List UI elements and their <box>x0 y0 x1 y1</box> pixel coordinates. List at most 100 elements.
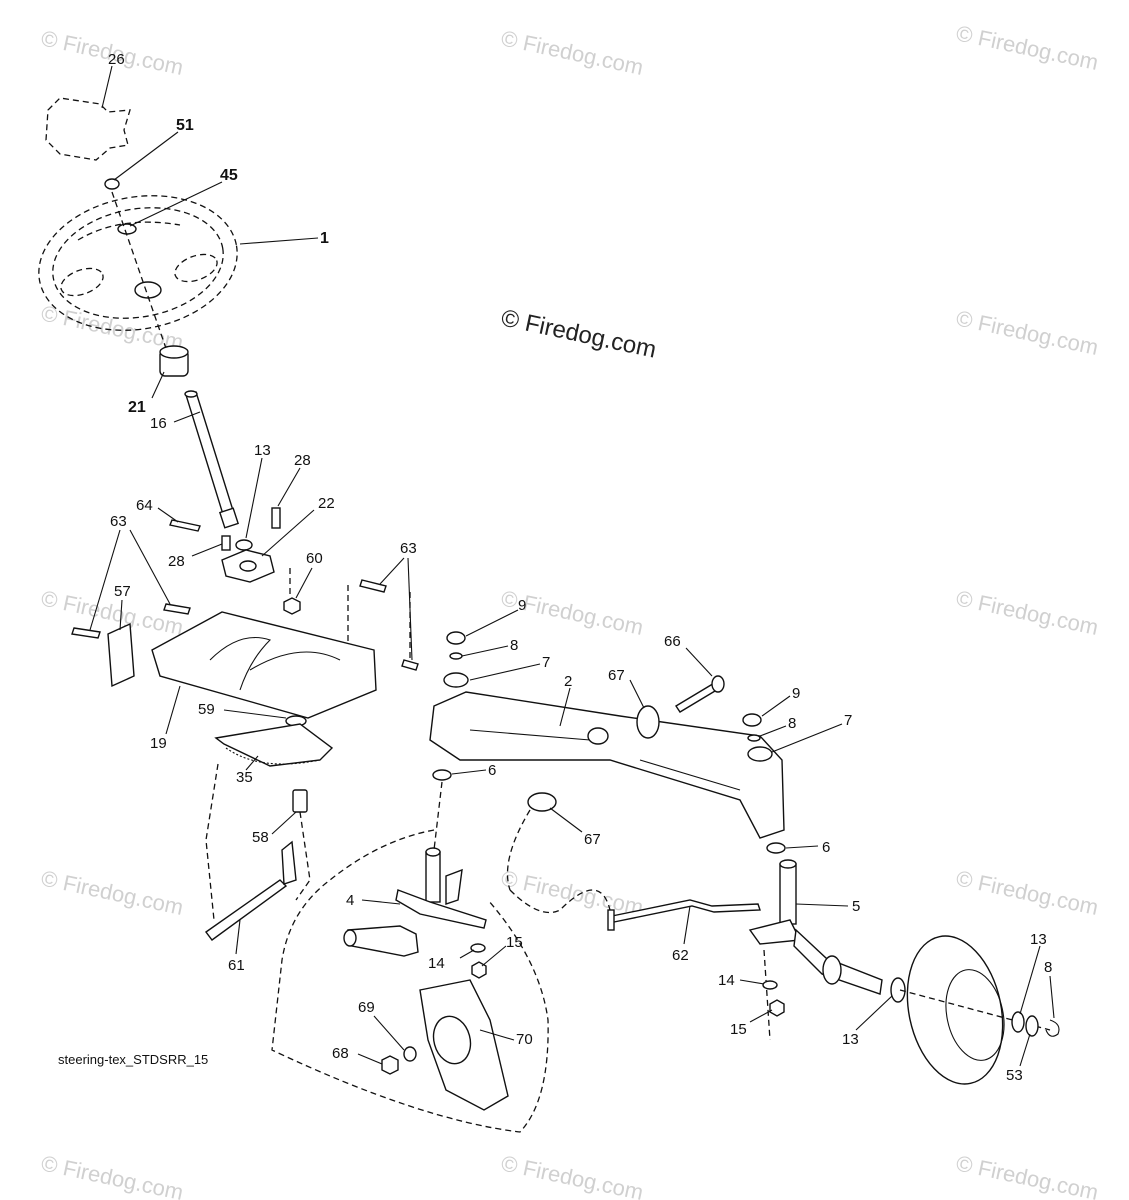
callout-label: 7 <box>844 712 852 729</box>
front-axle-pivot-hole <box>587 727 609 745</box>
callout-label: 4 <box>346 892 354 909</box>
watermark: © Firedog.com <box>39 865 186 920</box>
callout-label: 16 <box>150 415 167 432</box>
steering-wheel-hub <box>134 281 162 299</box>
leader-line <box>481 945 507 967</box>
steering-wheel-inner-rim <box>52 207 224 319</box>
front-wheel-rim <box>945 969 1005 1061</box>
leader-line <box>129 529 171 605</box>
bearing-flange-hole <box>239 560 257 572</box>
watermark: © Firedog.com <box>499 1150 646 1200</box>
bushing <box>766 842 786 854</box>
callout-label: 13 <box>254 442 271 459</box>
leader-line <box>235 919 241 955</box>
callout-label: 22 <box>318 495 335 512</box>
callout-label: 26 <box>108 51 125 68</box>
steering-wheel-slot <box>174 253 218 283</box>
e-ring <box>747 734 761 742</box>
leader-line <box>113 131 179 181</box>
watermark: © Firedog.com <box>39 1150 186 1200</box>
callout-label: 67 <box>608 667 625 684</box>
leader-line <box>119 599 123 631</box>
leader-line <box>129 181 223 227</box>
front-wheel <box>906 935 1004 1085</box>
callout-label: 6 <box>822 839 830 856</box>
shoulder-bolt <box>292 789 308 813</box>
guide-line <box>271 829 549 1133</box>
callout-label: 69 <box>358 999 375 1016</box>
callout-label: 9 <box>518 597 526 614</box>
leader-line <box>361 899 401 905</box>
pivot-bolt-head <box>711 675 725 693</box>
left-spindle-post <box>425 851 441 903</box>
leader-line <box>749 1009 773 1023</box>
leader-lines <box>89 65 1055 1067</box>
screw <box>401 659 419 671</box>
nut <box>283 597 301 615</box>
leader-line <box>379 557 405 585</box>
washer <box>762 980 778 990</box>
callout-label: 1 <box>320 230 329 247</box>
guide-line <box>205 763 219 921</box>
bolt <box>271 507 281 529</box>
callout-label: 8 <box>1044 959 1052 976</box>
callout-label: 66 <box>664 633 681 650</box>
front-axle-rib <box>469 729 741 791</box>
left-spindle-assembly <box>343 847 509 1111</box>
sector-gear <box>214 723 334 767</box>
leader-line <box>761 695 791 717</box>
leader-line <box>89 529 121 631</box>
callout-label: 61 <box>228 957 245 974</box>
washer <box>470 943 486 953</box>
leader-line <box>165 685 181 735</box>
callout-label: 67 <box>584 831 601 848</box>
callout-label: 35 <box>236 769 253 786</box>
leader-line <box>795 903 849 907</box>
steering-adapter-top <box>159 345 189 359</box>
leader-line <box>271 811 297 835</box>
leader-line <box>373 1015 405 1051</box>
steering-wheel-assembly <box>38 97 240 529</box>
callout-label: 14 <box>428 955 445 972</box>
left-spindle-top <box>425 847 441 857</box>
callout-label: 60 <box>306 550 323 567</box>
leader-line <box>277 467 301 507</box>
screw <box>71 627 101 639</box>
right-spindle-arm <box>748 919 802 945</box>
plate <box>107 622 135 688</box>
leader-line <box>295 567 313 599</box>
callout-label: 15 <box>730 1021 747 1038</box>
right-spindle-axle <box>793 928 883 995</box>
callout-label: 28 <box>294 452 311 469</box>
axle-line <box>899 989 1051 1031</box>
e-ring <box>449 652 463 660</box>
steering-wheel-slot <box>60 267 104 297</box>
callout-label: 14 <box>718 972 735 989</box>
leader-line <box>461 645 509 657</box>
leader-line <box>683 905 691 945</box>
leader-line <box>357 1053 383 1065</box>
front-axle <box>429 691 785 839</box>
watermark-center: © Firedog.com <box>499 304 659 363</box>
leader-line <box>407 557 413 661</box>
watermark: © Firedog.com <box>499 25 646 80</box>
watermark: © Firedog.com <box>39 300 186 355</box>
watermark: © Firedog.com <box>954 20 1101 75</box>
leader-line <box>465 609 519 637</box>
leader-line <box>1049 975 1055 1019</box>
bolt <box>221 535 231 551</box>
steering-support-bracket <box>151 611 377 719</box>
leader-line <box>157 507 179 523</box>
leader-line <box>191 543 223 557</box>
drag-link-end <box>281 840 297 885</box>
bushing <box>443 672 469 688</box>
leader-line <box>239 237 319 245</box>
callout-label: 9 <box>792 685 800 702</box>
right-spindle-assembly <box>607 859 1060 1085</box>
callout-label: 13 <box>1030 931 1047 948</box>
callout-label: 53 <box>1006 1067 1023 1084</box>
leader-line <box>1019 1033 1031 1067</box>
bracket-slot <box>209 636 272 691</box>
leader-line <box>479 1029 515 1041</box>
callout-label: 19 <box>150 735 167 752</box>
